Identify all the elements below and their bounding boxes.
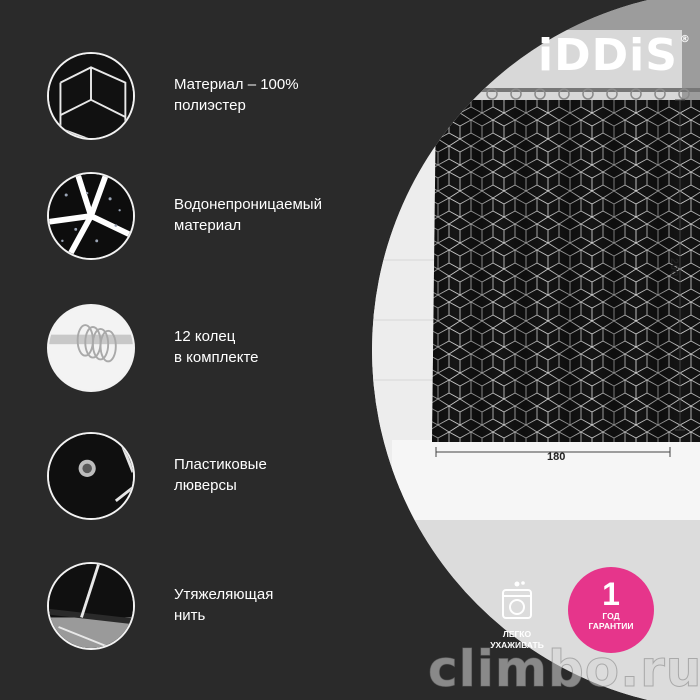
feature-material-line1: Материал – 100% [174,76,299,93]
height-dimension-label: 200 [668,258,680,277]
feature-grommets-line1: Пластиковые [174,456,267,473]
easy-care-badge: ЛЕГКО УХАЖИВАТЬ [478,580,556,651]
weighted-hem-icon [47,562,135,650]
width-dimension-label: 180 [547,451,566,463]
washing-machine-icon [502,581,532,619]
fabric-pattern-icon [47,52,135,140]
feature-waterproof: Водонепроницаемый материал [47,172,367,260]
feature-rings-line1: 12 колец [174,328,236,345]
feature-weighted-hem: Утяжеляющая нить [47,562,367,650]
feature-grommets-line2: люверсы [174,477,237,494]
watermark: climbo.ru [427,640,700,699]
rings-icon [47,304,135,392]
feature-material-line2: полиэстер [174,97,246,114]
feature-waterproof-line1: Водонепроницаемый [174,196,322,213]
curtain-scene [372,0,700,700]
warranty-line2: ГАРАНТИИ [588,621,634,631]
grommet-icon [47,432,135,520]
feature-rings: 12 колец в комплекте [47,304,367,392]
brand-logo: iDDiS® [538,30,691,81]
feature-rings-line2: в комплекте [174,349,259,366]
warranty-number: 1 [602,576,620,612]
warranty-line1: ГОД [602,611,620,621]
feature-material: Материал – 100% полиэстер [47,52,367,140]
easy-care-line1: ЛЕГКО [502,629,532,639]
feature-weighted-hem-line2: нить [174,607,206,624]
water-drops-icon [47,172,135,260]
feature-weighted-hem-line1: Утяжеляющая [174,586,274,603]
curtain-illustration [372,0,700,700]
feature-grommets: Пластиковые люверсы [47,432,367,520]
feature-waterproof-line2: материал [174,217,242,234]
warranty-badge: 1 ГОД ГАРАНТИИ [568,567,654,653]
easy-care-line2: УХАЖИВАТЬ [490,640,544,650]
